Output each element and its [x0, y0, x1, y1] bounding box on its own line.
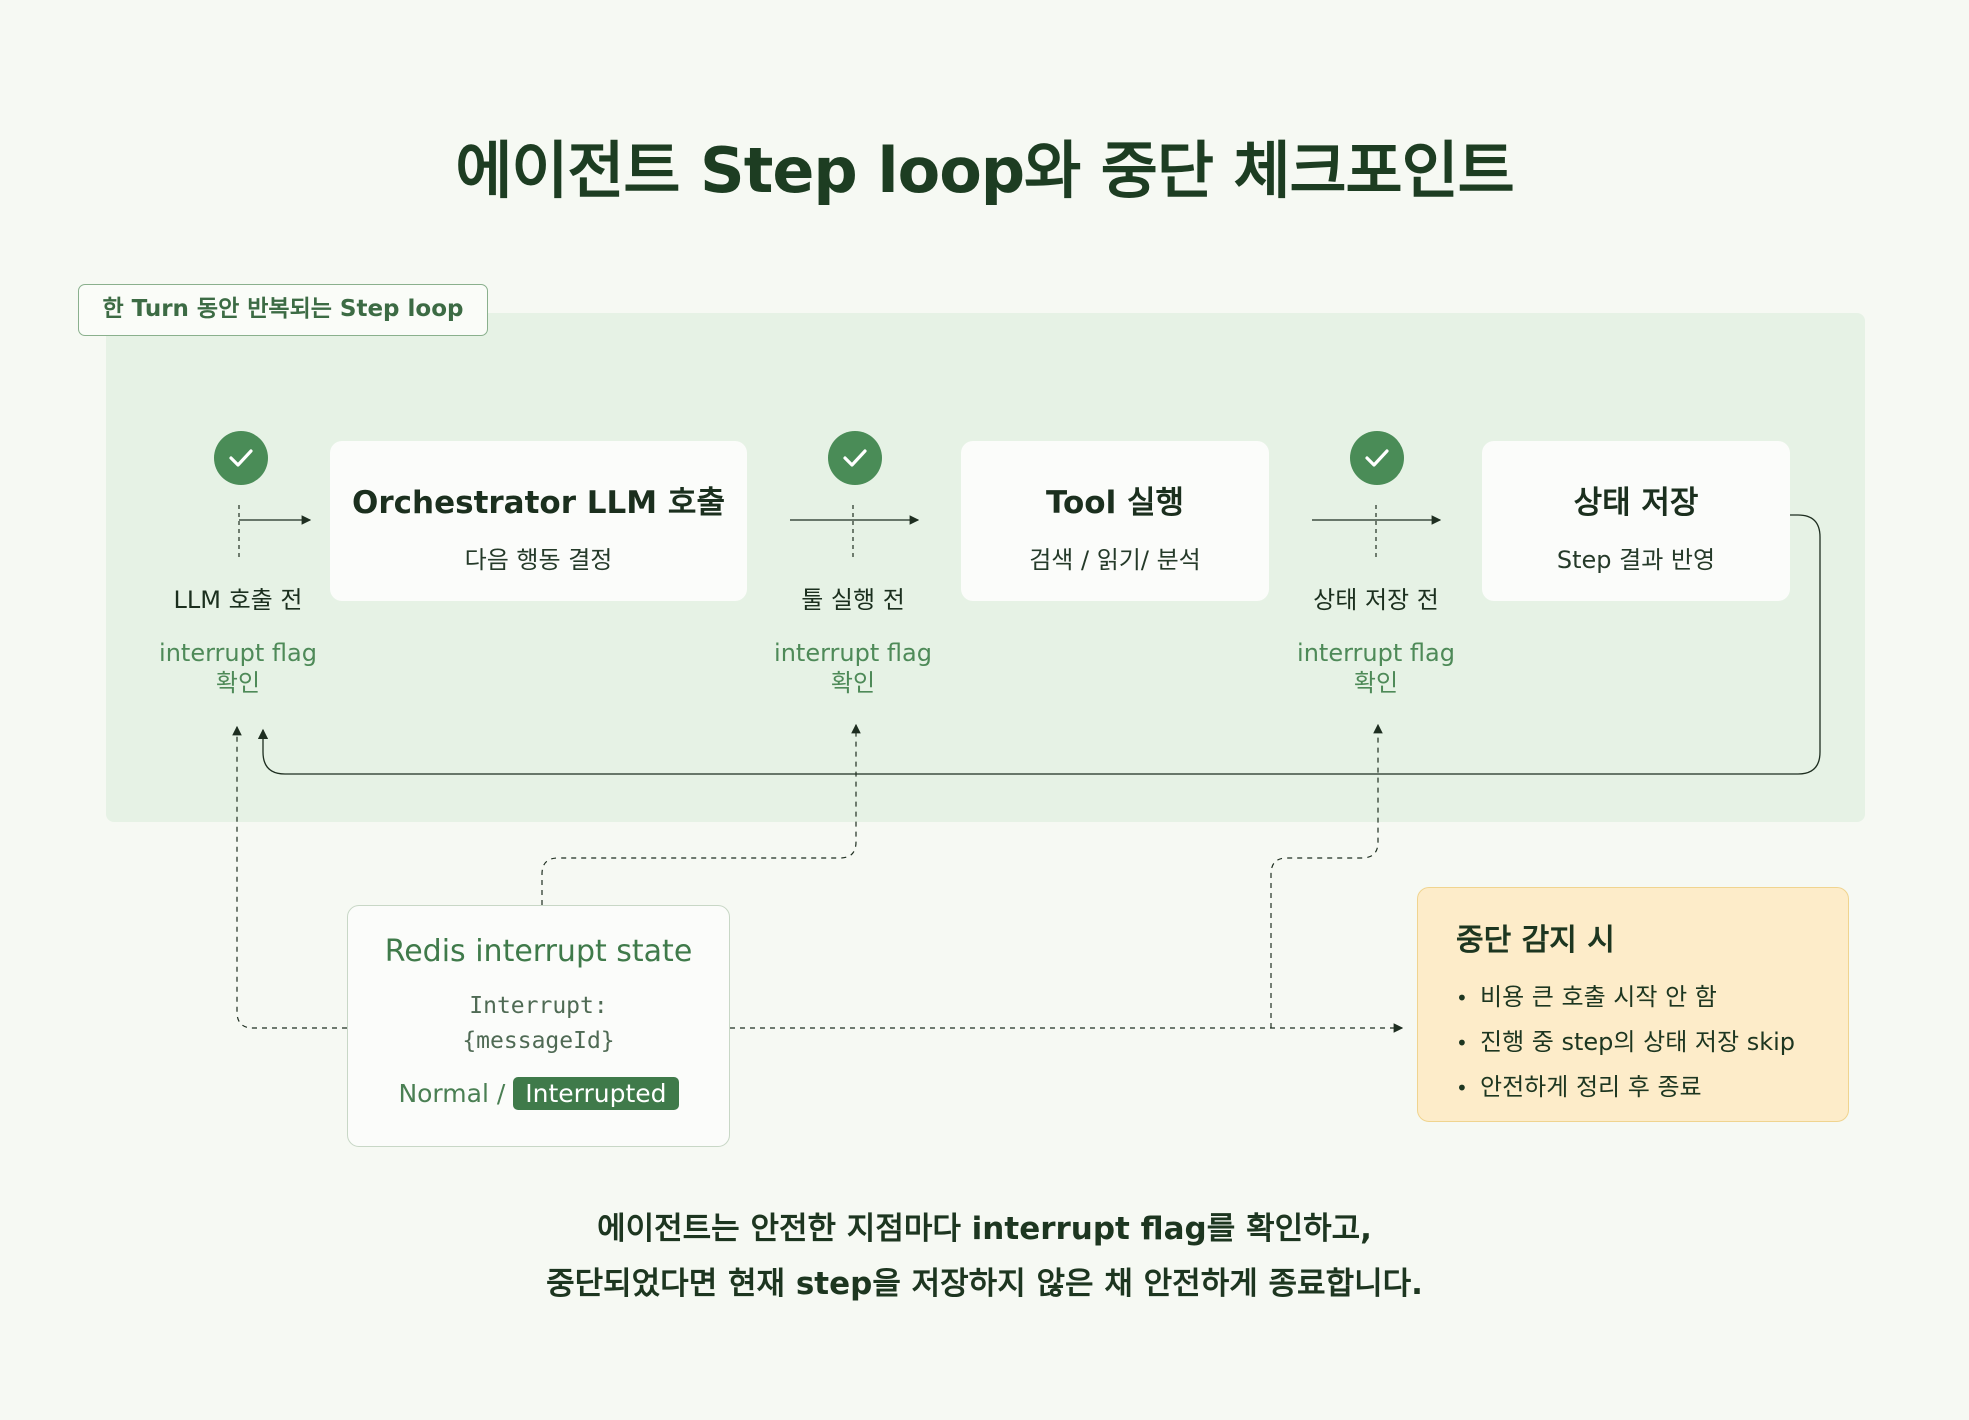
- step-subtitle: 다음 행동 결정: [464, 546, 613, 574]
- step-box-save-state: 상태 저장 Step 결과 반영: [1482, 441, 1790, 601]
- checkpoint-flag-line: 확인: [1353, 669, 1399, 697]
- check-circle-icon: [1350, 431, 1404, 485]
- redis-title: Redis interrupt state: [384, 934, 693, 969]
- redis-to-checkpoint-1: [232, 725, 347, 1029]
- redis-status-interrupted-badge: Interrupted: [513, 1077, 679, 1110]
- checkpoint-flag-line: interrupt flag: [774, 639, 932, 667]
- loop-back-arrow: [257, 514, 1821, 775]
- list-item: 안전하게 정리 후 종료: [1456, 1065, 1848, 1110]
- on-stop-title: 중단 감지 시: [1456, 923, 1615, 958]
- step-loop-tag: 한 Turn 동안 반복되는 Step loop: [78, 284, 488, 336]
- list-item: 진행 중 step의 상태 저장 skip: [1456, 1020, 1848, 1065]
- checkpoint-label-1: LLM 호출 전: [173, 586, 303, 614]
- check-circle-icon: [214, 431, 268, 485]
- redis-key-line: Interrupt:: [469, 993, 608, 1019]
- checkpoint-label-3: 상태 저장 전: [1313, 586, 1439, 614]
- step-subtitle: Step 결과 반영: [1556, 546, 1716, 574]
- step-subtitle: 검색 / 읽기/ 분석: [1029, 546, 1201, 574]
- redis-key-line: {messageId}: [462, 1028, 615, 1054]
- checkpoint-flag-3: interrupt flag 확인: [1266, 638, 1486, 698]
- redis-to-checkpoint-2: [541, 723, 861, 905]
- caption-line-2: 중단되었다면 현재 step을 저장하지 않은 채 안전하게 종료합니다.: [546, 1266, 1423, 1302]
- step-box-orchestrator: Orchestrator LLM 호출 다음 행동 결정: [330, 441, 747, 601]
- checkpoint-flag-2: interrupt flag 확인: [743, 638, 963, 698]
- checkpoint-flag-line: interrupt flag: [1297, 639, 1455, 667]
- redis-to-checkpoint-3: [1270, 723, 1383, 1028]
- checkpoint-flag-line: 확인: [830, 669, 876, 697]
- step-title: Orchestrator LLM 호출: [352, 485, 725, 521]
- checkpoint-flag-line: 확인: [215, 669, 261, 697]
- page-title: 에이전트 Step loop와 중단 체크포인트: [455, 134, 1514, 207]
- checkpoint-flag-1: interrupt flag 확인: [128, 638, 348, 698]
- redis-state-box: Redis interrupt state Interrupt: {messag…: [347, 905, 730, 1147]
- caption-line-1: 에이전트는 안전한 지점마다 interrupt flag를 확인하고,: [597, 1211, 1372, 1247]
- step-title: 상태 저장: [1573, 485, 1699, 521]
- on-stop-box: 중단 감지 시 비용 큰 호출 시작 안 함 진행 중 step의 상태 저장 …: [1417, 887, 1849, 1122]
- list-item: 비용 큰 호출 시작 안 함: [1456, 975, 1848, 1020]
- checkpoint-label-2: 툴 실행 전: [801, 586, 905, 614]
- redis-status: Normal /Interrupted: [348, 1077, 729, 1110]
- checkpoint-flag-line: interrupt flag: [159, 639, 317, 667]
- step-title: Tool 실행: [1045, 485, 1185, 521]
- step-box-tool: Tool 실행 검색 / 읽기/ 분석: [961, 441, 1269, 601]
- redis-status-normal: Normal /: [398, 1079, 506, 1108]
- on-stop-list: 비용 큰 호출 시작 안 함 진행 중 step의 상태 저장 skip 안전하…: [1418, 975, 1848, 1110]
- redis-key: Interrupt: {messageId}: [348, 989, 729, 1059]
- check-circle-icon: [828, 431, 882, 485]
